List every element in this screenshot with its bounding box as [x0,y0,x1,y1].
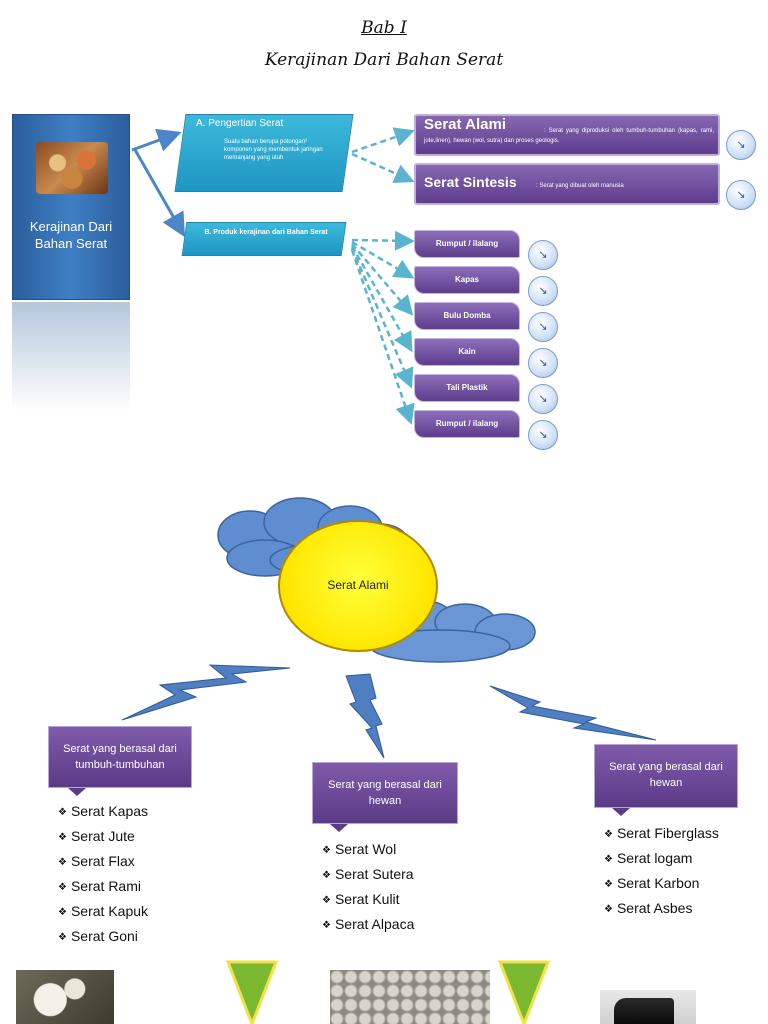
sun-icon [278,520,438,652]
list-item: Serat Flax [58,850,148,875]
serat-alami-description-text: : Serat yang diproduksi oleh tumbuh-tumb… [424,128,714,144]
group-heading-plants: Serat yang berasal dari tumbuh-tumbuhan [48,726,192,788]
arrow-down-right-icon: ↘ [538,321,548,333]
arrow-to-serat-alami [351,127,415,154]
lightning-left-icon [121,664,291,721]
list-item: Serat Kulit [322,888,414,913]
lightning-right-icon [489,685,657,741]
pengertian-serat-title: A. Pengertian Serat [196,118,284,129]
group-heading-minerals: Serat yang berasal dari hewan [594,744,738,808]
arrow-down-right-icon: ↘ [538,249,548,261]
list-item: Serat Wol [322,838,414,863]
arrow-to-product-2 [351,240,415,279]
list-item: Serat Karbon [604,872,719,897]
arrow-to-produk [132,147,185,238]
plastic-roll-image [600,990,696,1024]
list-item: Serat Goni [58,925,148,950]
serat-sintesis-description: : Serat yang dibuat oleh manusia [536,183,624,189]
arrow-to-product-5 [350,247,414,389]
green-triangle-right-icon [498,960,550,1024]
product-5-link-button[interactable]: ↘ [528,384,558,414]
animal-fiber-list: Serat Wol Serat Sutera Serat Kulit Serat… [322,838,414,938]
list-item: Serat Asbes [604,897,719,922]
plant-fiber-list: Serat Kapas Serat Jute Serat Flax Serat … [58,800,148,950]
arrow-to-serat-sintesis [351,152,415,183]
group-heading-notch [330,824,348,832]
group-heading-notch [612,808,630,816]
green-triangle-left-icon [226,960,278,1024]
main-topic-label: Kerajinan Dari Bahan Serat [29,219,113,251]
product-1-link-button[interactable]: ↘ [528,240,558,270]
lightning-center-icon [345,673,385,759]
group-heading-notch [68,788,86,796]
list-item: Serat Kapas [58,800,148,825]
product-2-link-button[interactable]: ↘ [528,276,558,306]
arrow-to-product-1 [351,230,415,251]
serat-alami-title: Serat Alami [424,116,506,133]
arrow-to-product-4 [350,245,413,353]
product-banner-5: Tali Plastik [414,374,520,402]
produk-kerajinan-title: B. Produk kerajinan dari Bahan Serat [204,229,328,236]
arrow-down-right-icon: ↘ [538,357,548,369]
product-banner-4: Kain [414,338,520,366]
wool-image [330,970,490,1024]
main-topic-reflection [12,302,130,412]
arrow-down-right-icon: ↘ [538,393,548,405]
product-3-link-button[interactable]: ↘ [528,312,558,342]
product-banner-2: Kapas [414,266,520,294]
list-item: Serat logam [604,847,719,872]
serat-alami-box [414,114,720,156]
arrow-down-right-icon: ↘ [538,429,548,441]
cotton-image [16,970,114,1024]
list-item: Serat Sutera [322,863,414,888]
top-connectors [131,127,415,425]
arrow-to-pengertian [131,128,182,152]
list-item: Serat Fiberglass [604,822,719,847]
list-item: Serat Kapuk [58,900,148,925]
list-item: Serat Alpaca [322,913,414,938]
product-6-link-button[interactable]: ↘ [528,420,558,450]
serat-sintesis-box [414,163,720,205]
list-item: Serat Rami [58,875,148,900]
product-banner-1: Rumput / ilalang [414,230,520,258]
serat-sintesis-title: Serat Sintesis [424,174,517,190]
arrow-to-product-3 [351,243,414,316]
serat-alami-link-button[interactable]: ↘ [726,130,756,160]
mineral-fiber-list: Serat Fiberglass Serat logam Serat Karbo… [604,822,719,922]
center-topic-label: Serat Alami [327,578,389,592]
arrow-down-right-icon: ↘ [736,189,746,201]
list-item: Serat Jute [58,825,148,850]
product-4-link-button[interactable]: ↘ [528,348,558,378]
chapter-heading: Bab I [361,18,407,38]
serat-sintesis-link-button[interactable]: ↘ [726,180,756,210]
group-heading-animals: Serat yang berasal dari hewan [312,762,458,824]
fiber-craft-image [36,142,108,194]
arrow-down-right-icon: ↘ [538,285,548,297]
serat-alami-description: : Serat yang diproduksi oleh tumbuh-tumb… [424,126,714,146]
product-banner-6: Rumput / ilalang [414,410,520,438]
product-banner-3: Bulu Domba [414,302,520,330]
page-title: Kerajinan Dari Bahan Serat [264,50,504,70]
pengertian-serat-description: Suatu bahan berupa potongan² komponen ya… [224,139,323,161]
arrow-down-right-icon: ↘ [736,139,746,151]
